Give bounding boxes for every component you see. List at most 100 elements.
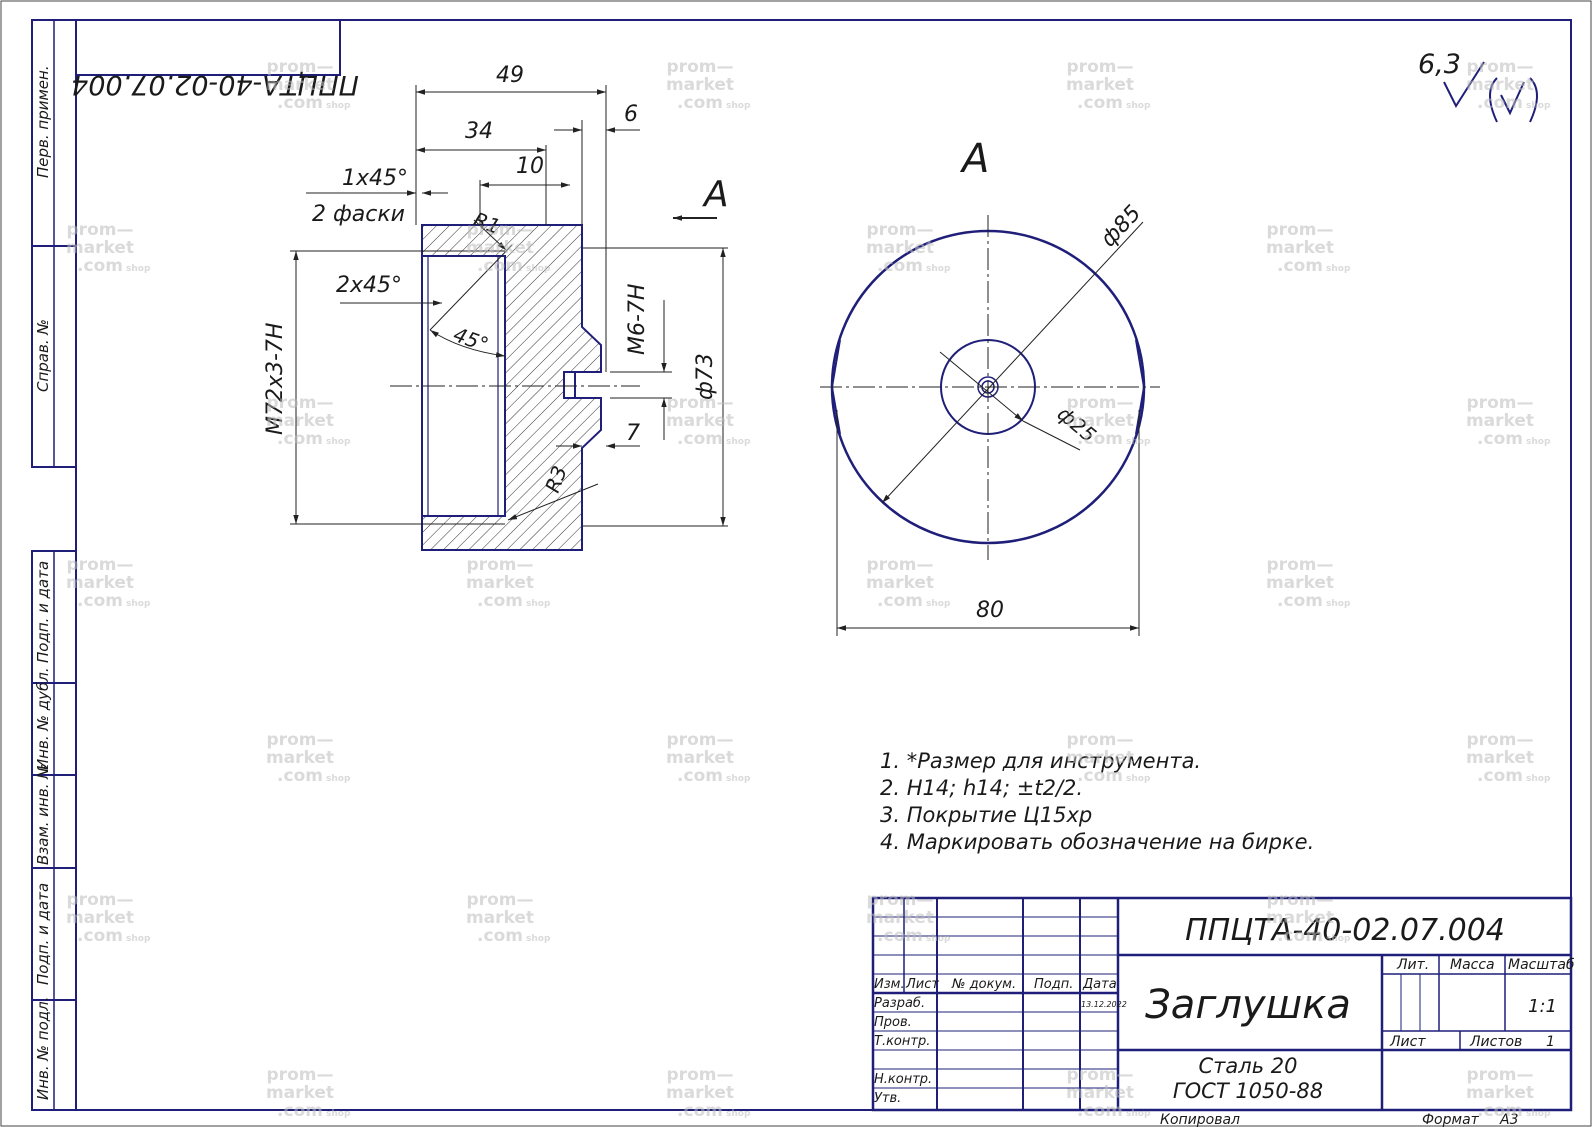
svg-text:market: market — [666, 75, 734, 95]
svg-text:shop: shop — [926, 264, 951, 274]
svg-text:shop: shop — [726, 101, 751, 111]
tb-list-label: Лист — [1389, 1034, 1426, 1050]
svg-text:market: market — [866, 573, 934, 593]
dim-49: 49 — [496, 63, 524, 88]
tb-razrab-date: 13.12.2022 — [1081, 1000, 1127, 1009]
svg-text:market: market — [66, 908, 134, 928]
svg-text:shop: shop — [526, 264, 551, 274]
svg-text:market: market — [1466, 1083, 1534, 1103]
svg-text:market: market — [466, 908, 534, 928]
side-label-podp-data-1: Подп. и дата — [34, 561, 52, 663]
dim-10: 10 — [516, 154, 544, 179]
designation-mirrored: ППЦТА-40-02.07.004 — [71, 69, 359, 100]
svg-text:shop: shop — [326, 774, 351, 784]
svg-text:shop: shop — [1526, 437, 1551, 447]
svg-text:shop: shop — [1326, 934, 1351, 944]
svg-text:prom—: prom— — [667, 393, 734, 413]
side-label-perv-primen: Перв. примен. — [34, 65, 52, 178]
svg-text:prom—: prom— — [67, 555, 134, 575]
tb-masshtab-label: Масштаб — [1508, 957, 1575, 973]
svg-text:shop: shop — [1126, 101, 1151, 111]
svg-text:shop: shop — [926, 934, 951, 944]
tb-masshtab-value: 1:1 — [1528, 996, 1557, 1017]
svg-text:.com: .com — [1077, 429, 1123, 449]
svg-text:shop: shop — [126, 264, 151, 274]
dim-diameter-73: ф73 — [693, 353, 718, 400]
svg-text:.com: .com — [477, 591, 523, 611]
svg-text:.com: .com — [1477, 93, 1523, 113]
svg-text:prom—: prom— — [867, 555, 934, 575]
view-label: А — [959, 136, 989, 182]
dim-chamfer-2x45: 2x45° — [336, 273, 402, 298]
svg-text:prom—: prom— — [67, 890, 134, 910]
svg-text:prom—: prom— — [1267, 890, 1334, 910]
svg-text:.com: .com — [677, 93, 723, 113]
svg-text:prom—: prom— — [667, 730, 734, 750]
svg-text:shop: shop — [1526, 774, 1551, 784]
svg-text:shop: shop — [126, 599, 151, 609]
svg-text:prom—: prom— — [667, 1065, 734, 1085]
svg-text:prom—: prom— — [467, 220, 534, 240]
svg-text:shop: shop — [126, 934, 151, 944]
svg-text:market: market — [1066, 1083, 1134, 1103]
svg-text:.com: .com — [1277, 926, 1323, 946]
tb-row-tkontr: Т.контр. — [874, 1034, 930, 1049]
svg-text:.com: .com — [677, 1101, 723, 1121]
svg-text:.com: .com — [1477, 429, 1523, 449]
note-4: 4. Маркировать обозначение на бирке. — [880, 830, 1314, 854]
svg-text:.com: .com — [677, 429, 723, 449]
svg-text:prom—: prom— — [1467, 1065, 1534, 1085]
svg-text:prom—: prom— — [1467, 57, 1534, 77]
svg-text:market: market — [1066, 75, 1134, 95]
svg-text:shop: shop — [1126, 437, 1151, 447]
svg-text:prom—: prom— — [267, 730, 334, 750]
tb-col-izm: Изм. — [874, 977, 905, 992]
tb-listov-label: Листов — [1469, 1034, 1522, 1050]
svg-text:.com: .com — [477, 926, 523, 946]
note-1: 1. *Размер для инструмента. — [880, 749, 1201, 773]
svg-text:shop: shop — [1126, 1109, 1151, 1119]
svg-text:shop: shop — [1326, 264, 1351, 274]
svg-text:.com: .com — [477, 256, 523, 276]
svg-text:market: market — [1266, 238, 1334, 258]
svg-text:market: market — [466, 573, 534, 593]
svg-text:.com: .com — [277, 1101, 323, 1121]
svg-text:market: market — [266, 75, 334, 95]
note-2: 2. Н14; h14; ±t2/2. — [880, 776, 1083, 800]
tb-massa-label: Масса — [1450, 957, 1495, 973]
tb-col-ndokum: № докум. — [951, 977, 1016, 992]
tb-lit-label: Лит. — [1396, 957, 1429, 973]
tb-material-2: ГОСТ 1050-88 — [1173, 1079, 1323, 1103]
svg-text:.com: .com — [277, 93, 323, 113]
svg-text:prom—: prom— — [1067, 730, 1134, 750]
tb-material-1: Сталь 20 — [1199, 1054, 1298, 1078]
tb-part-name: Заглушка — [1145, 982, 1351, 1028]
svg-text:shop: shop — [726, 437, 751, 447]
tb-kopiroval: Копировал — [1160, 1112, 1240, 1127]
note-3: 3. Покрытие Ц15хр — [880, 803, 1092, 827]
dim-34: 34 — [465, 119, 493, 144]
svg-text:.com: .com — [77, 256, 123, 276]
tb-designation: ППЦТА-40-02.07.004 — [1185, 913, 1505, 948]
svg-text:prom—: prom— — [67, 220, 134, 240]
side-label-inv-dubl: Инв. № дубл. — [34, 667, 52, 770]
svg-text:market: market — [1466, 75, 1534, 95]
